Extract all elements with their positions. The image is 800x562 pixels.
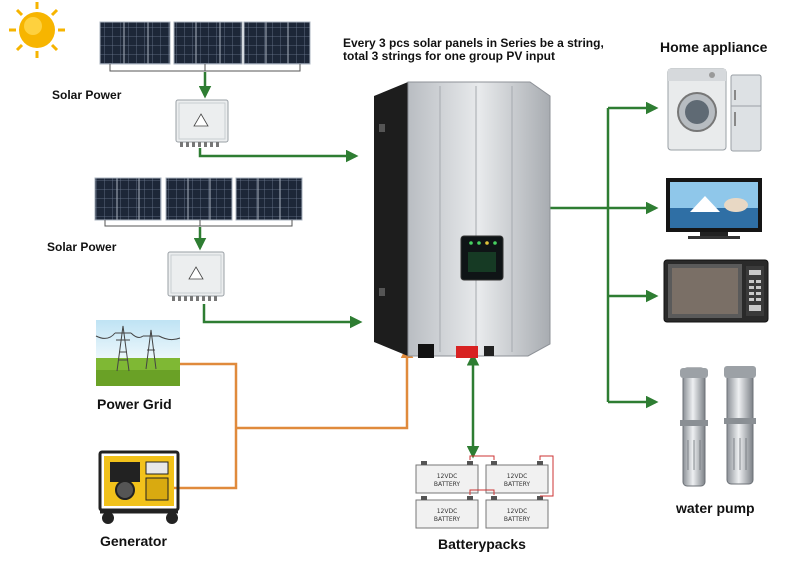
- solar-panel-icon: [173, 21, 197, 65]
- refrigerator-icon: [730, 74, 762, 152]
- solar-panel-icon: [99, 21, 125, 65]
- solar-panel-icon: [187, 177, 211, 221]
- note-line-1: Every 3 pcs solar panels in Series be a …: [343, 36, 604, 50]
- sun-icon: [9, 2, 65, 58]
- battery-icon: [485, 464, 549, 494]
- solar-power-label-1: Solar Power: [52, 88, 122, 102]
- combiner-box-icon: [175, 99, 229, 147]
- solar-panel-icon: [235, 177, 259, 221]
- microwave-icon: [663, 259, 769, 323]
- solar-panel-icon: [116, 177, 140, 221]
- solar-panel-icon: [279, 177, 303, 221]
- battery-voltage-label: 12VDC: [507, 508, 528, 515]
- battery-icon: [415, 464, 479, 494]
- battery-voltage-label: 12VDC: [507, 473, 528, 480]
- home-appliance-label: Home appliance: [660, 39, 768, 55]
- battery-voltage-label: 12VDC: [437, 508, 458, 515]
- solar-panel-icon: [138, 177, 162, 221]
- solar-panel-string-1: [99, 21, 311, 72]
- battery-name-label: BATTERY: [504, 516, 531, 523]
- washing-machine-icon: [667, 68, 727, 151]
- solar-panel-icon: [165, 177, 189, 221]
- solar-panel-icon: [94, 177, 118, 221]
- inverter-icon: [374, 81, 551, 358]
- note-line-2: total 3 strings for one group PV input: [343, 49, 555, 63]
- solar-panel-icon: [265, 21, 289, 65]
- battery-icon: [485, 499, 549, 529]
- solar-panel-icon: [287, 21, 311, 65]
- generator-label: Generator: [100, 533, 167, 549]
- television-icon: [666, 178, 762, 239]
- generator-icon: [98, 450, 180, 524]
- power-grid-label: Power Grid: [97, 396, 172, 412]
- water-pump-label: water pump: [676, 500, 755, 516]
- solar-panel-icon: [195, 21, 221, 65]
- solar-power-label-2: Solar Power: [47, 240, 117, 254]
- battery-name-label: BATTERY: [434, 516, 461, 523]
- combiner-box-icon: [167, 251, 225, 301]
- batterypacks-label: Batterypacks: [438, 536, 526, 552]
- ac-input-arrows: [158, 345, 414, 490]
- solar-panel-icon: [257, 177, 281, 221]
- battery-name-label: BATTERY: [434, 481, 461, 488]
- battery-voltage-label: 12VDC: [437, 473, 458, 480]
- solar-panel-icon: [219, 21, 243, 65]
- string-configuration-note: Every 3 pcs solar panels in Series be a …: [343, 37, 604, 63]
- solar-panel-icon: [123, 21, 149, 65]
- solar-panel-string-2: [94, 177, 303, 227]
- power-grid-icon: [95, 320, 181, 386]
- battery-name-label: BATTERY: [504, 481, 531, 488]
- solar-panel-icon: [243, 21, 267, 65]
- battery-bank: 12VDC BATTERY 12VDC BATTERY 12VDC BATTER…: [415, 455, 554, 529]
- water-pump-icon: [680, 366, 756, 487]
- dc-flow-arrows: [193, 72, 659, 459]
- solar-panel-icon: [209, 177, 233, 221]
- battery-icon: [415, 499, 479, 529]
- solar-panel-icon: [147, 21, 171, 65]
